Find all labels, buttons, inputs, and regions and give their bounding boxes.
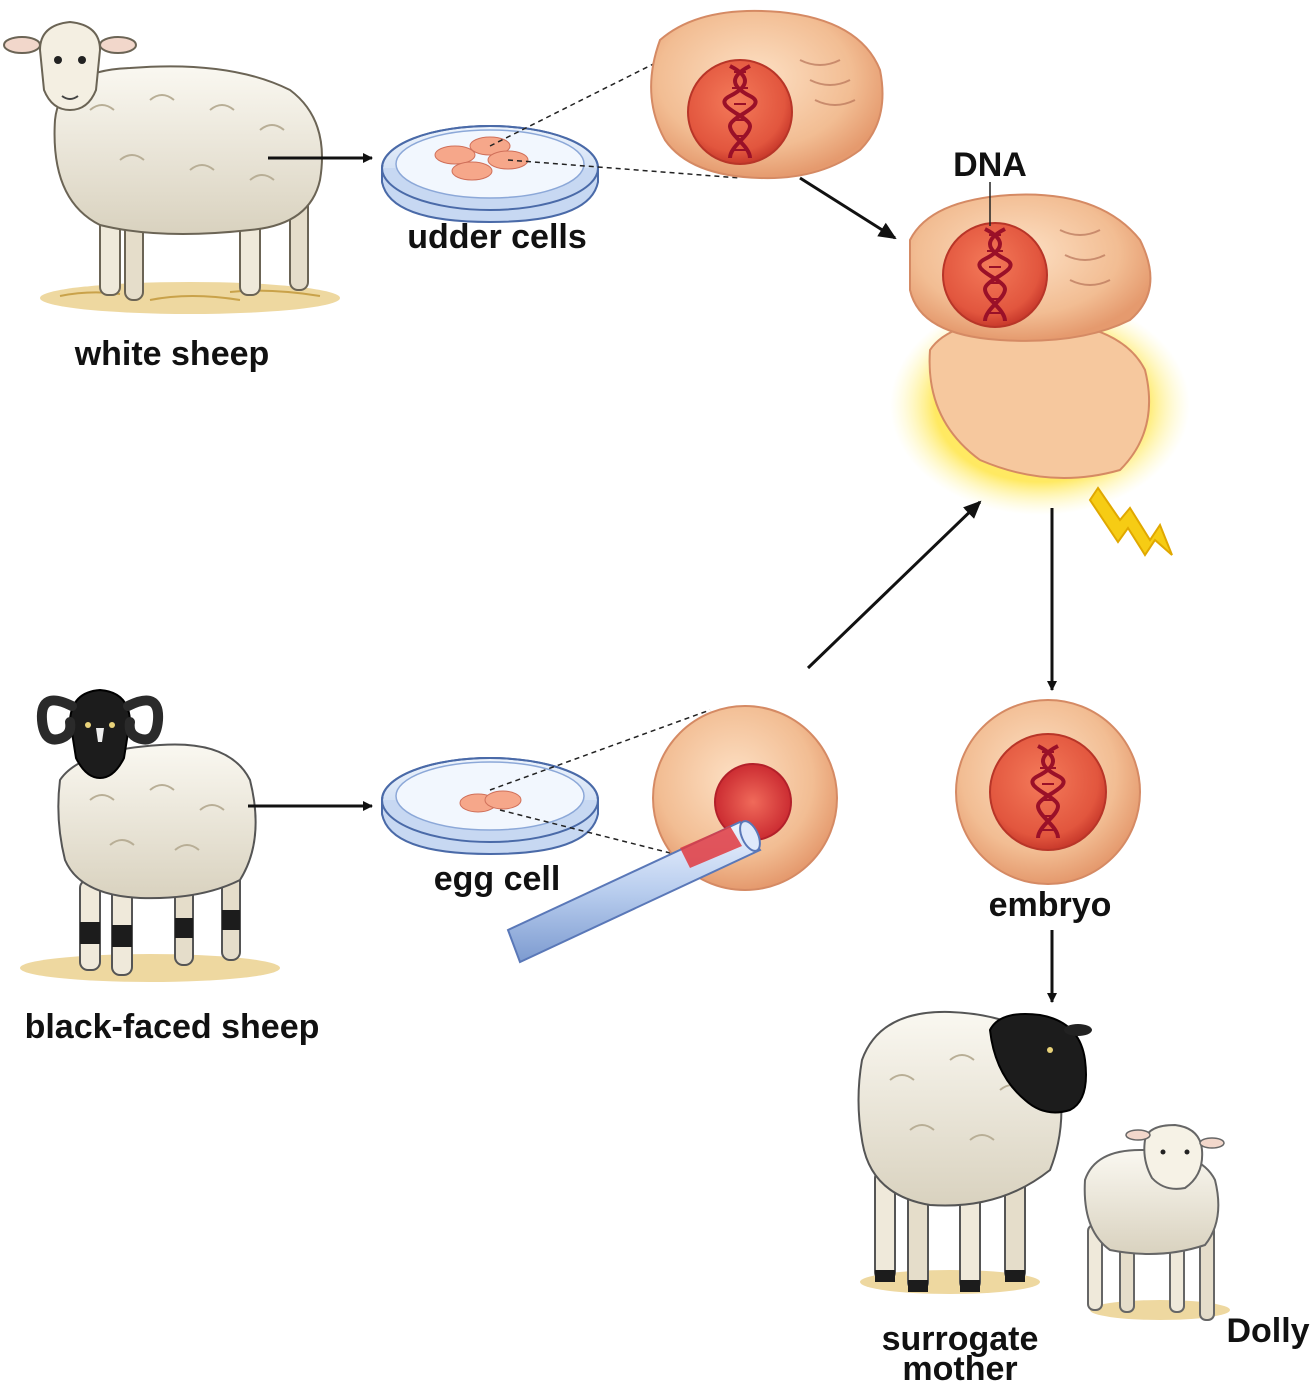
black-faced-sheep-label: black-faced sheep	[25, 1008, 320, 1046]
ram-icon	[20, 690, 280, 982]
lamb-icon	[1085, 1125, 1230, 1320]
embryo-icon	[956, 700, 1140, 884]
lightning-icon	[1090, 488, 1172, 555]
udder-cells-dish-icon	[382, 126, 598, 222]
fused-cell-icon	[890, 195, 1190, 515]
white-sheep-icon	[4, 22, 340, 314]
udder-cells-label: udder cells	[407, 218, 587, 256]
arrow-udder-cell-to-fusion	[800, 178, 895, 238]
surrogate-mother-label-line2: mother	[902, 1350, 1017, 1386]
udder-cell-icon	[651, 11, 882, 178]
embryo-label: embryo	[989, 886, 1112, 924]
egg-cell-label: egg cell	[434, 860, 561, 898]
dolly-label: Dolly	[1226, 1312, 1309, 1350]
surrogate-mother-icon	[859, 1012, 1093, 1294]
egg-cell-dish-icon	[382, 758, 598, 854]
dna-label: DNA	[953, 146, 1027, 184]
arrow-egg-to-fusion	[808, 502, 980, 668]
white-sheep-label: white sheep	[74, 335, 270, 373]
